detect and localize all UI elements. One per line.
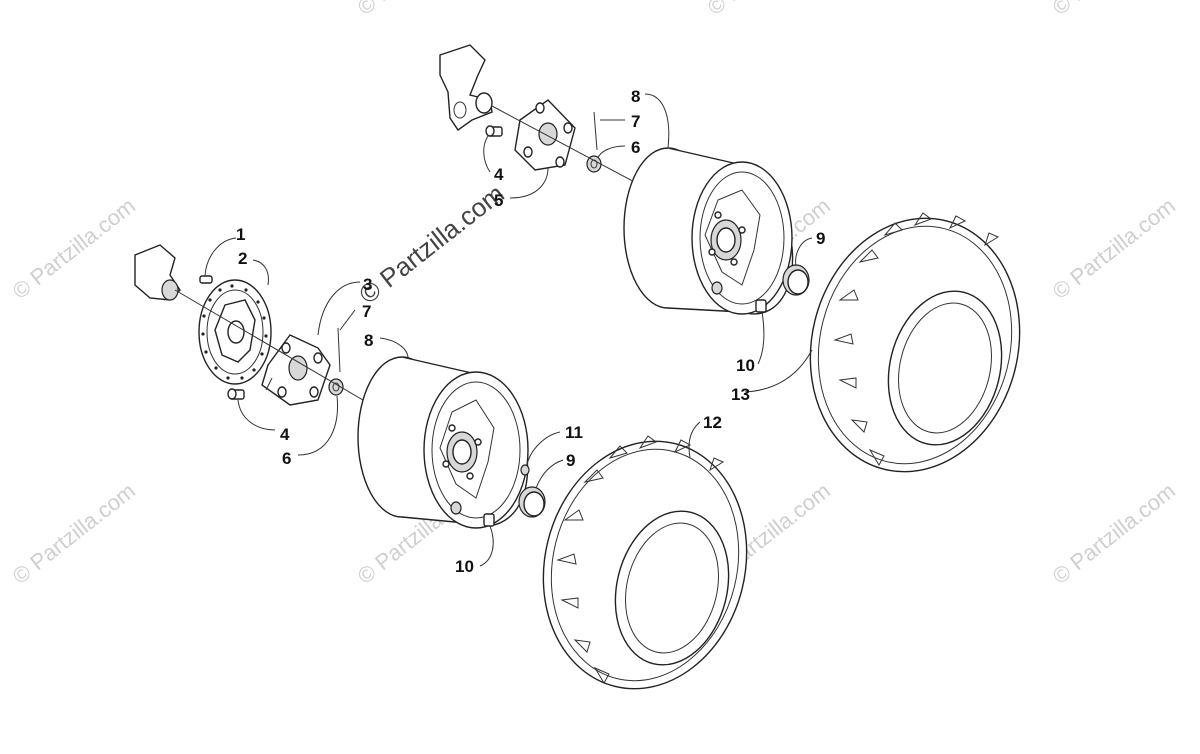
- callout-2: 2: [238, 249, 247, 268]
- upper-tire: [809, 212, 1021, 473]
- watermark: © Partzilla.com: [1048, 478, 1180, 589]
- lower-axis-line: [174, 289, 381, 411]
- callout-7: 7: [631, 112, 640, 131]
- leader-3: [317, 281, 361, 336]
- leader-1: [204, 237, 237, 277]
- callout-1: 1: [236, 225, 245, 244]
- lower-cotter-pin: [337, 327, 341, 373]
- leader-9b: [535, 459, 564, 489]
- leader-9a: [795, 237, 813, 267]
- leader-13: [744, 349, 813, 393]
- leader-12: [688, 421, 701, 459]
- callout-labels: 1 2 2 3 7 8 4 6 8 7 6 4 5 9 10 13 11 9 1…: [236, 87, 825, 576]
- lower-stud: [227, 388, 245, 400]
- lower-tire: [542, 435, 748, 690]
- lower-hub-cap: [518, 486, 546, 518]
- watermark: © Partzilla.com: [8, 478, 140, 589]
- callout-6: 6: [282, 449, 291, 468]
- upper-hub: [514, 99, 576, 171]
- upper-wheel-rim: [623, 147, 794, 315]
- callout-10: 10: [455, 557, 474, 576]
- callout-8: 8: [364, 331, 373, 350]
- callout-10: 10: [736, 356, 755, 375]
- callout-9: 9: [816, 229, 825, 248]
- watermark: © Partzilla.com: [1048, 0, 1180, 20]
- leader-5: [509, 167, 549, 199]
- callout-9: 9: [566, 451, 575, 470]
- watermark: © Partzilla.com: [1048, 193, 1180, 304]
- lower-wheel-rim: [357, 356, 529, 529]
- lower-knuckle: [134, 244, 181, 301]
- leader-4a: [483, 135, 491, 173]
- leader-6a: [597, 145, 626, 159]
- leader-8b: [379, 337, 409, 359]
- watermark: © Partzilla.com: [8, 193, 140, 304]
- lower-hub: [261, 334, 331, 406]
- lower-lug-nut: [520, 464, 530, 476]
- upper-hub-cap: [782, 264, 810, 296]
- callout-13: 13: [731, 385, 750, 404]
- leader-lines: [204, 93, 813, 567]
- callout-4: 4: [494, 165, 504, 184]
- leader-2: [252, 259, 269, 286]
- callout-8: 8: [631, 87, 640, 106]
- leader-7b: [339, 309, 356, 331]
- leader-10a: [757, 311, 765, 365]
- leader-4b: [237, 399, 276, 431]
- upper-knuckle: [439, 44, 493, 131]
- brake-disc: [198, 279, 272, 385]
- center-watermark: © Partzilla.com: [353, 178, 510, 310]
- leader-6b: [297, 395, 339, 456]
- upper-cotter-pin: [593, 111, 598, 151]
- upper-axis-line: [491, 105, 641, 186]
- upper-stud: [485, 125, 503, 137]
- leader-8a: [644, 93, 670, 149]
- upper-valve-stem: [755, 299, 767, 313]
- lower-nut: [328, 378, 344, 396]
- upper-nut: [586, 155, 602, 173]
- callout-12: 12: [703, 413, 722, 432]
- callout-5: 5: [494, 191, 503, 210]
- callout-11: 11: [565, 423, 583, 442]
- watermark: © Partzilla.com: [353, 0, 485, 20]
- lower-valve-stem: [483, 513, 495, 527]
- callout-6: 6: [631, 138, 640, 157]
- leader-10b: [479, 525, 494, 567]
- callout-4: 4: [280, 425, 290, 444]
- callout-3: 3: [363, 275, 372, 294]
- watermark: © Partzilla.com: [703, 0, 835, 20]
- callout-7: 7: [362, 302, 371, 321]
- lower-bolt: [199, 275, 213, 284]
- leader-11: [526, 431, 561, 466]
